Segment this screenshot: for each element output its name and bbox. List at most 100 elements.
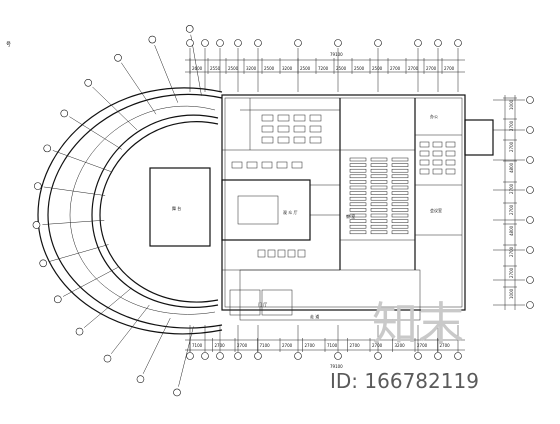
axis-bubble	[526, 126, 534, 134]
dimension-label: 2500	[228, 66, 239, 71]
axis-bubble	[186, 39, 194, 47]
axis-bubble	[414, 39, 422, 47]
seat-row	[391, 202, 409, 207]
seat-row	[349, 174, 367, 179]
dimension-label: 2500	[264, 66, 275, 71]
seat-row	[349, 196, 367, 201]
axis-bubble	[254, 39, 262, 47]
axis-bubble	[526, 301, 534, 309]
desk	[297, 249, 306, 258]
axis-bubble	[216, 352, 224, 360]
stage-label: 舞 台	[172, 205, 181, 211]
desk	[419, 168, 430, 175]
desk	[432, 141, 443, 148]
axis-bubble	[454, 352, 462, 360]
radial-line	[110, 304, 150, 354]
desk	[309, 114, 322, 122]
seat-row	[349, 168, 367, 173]
radial-line	[62, 267, 118, 297]
axis-bubble	[234, 39, 242, 47]
axis-bubble	[114, 53, 122, 62]
dimension-label: 2700	[440, 343, 451, 348]
seat-row	[391, 185, 409, 190]
seat-row	[349, 208, 367, 212]
desk	[432, 159, 443, 166]
total-dimension-top: 79100	[330, 52, 343, 57]
dimension-label: 2700	[509, 120, 514, 131]
axis-bubble	[526, 276, 534, 284]
central-hall	[221, 179, 311, 241]
axis-bubble	[201, 39, 209, 47]
seat-row	[391, 174, 409, 179]
seat-row	[370, 202, 388, 207]
dimension-label: 2700	[350, 343, 361, 348]
radial-line	[83, 287, 132, 328]
seat-row	[370, 213, 388, 218]
radial-line	[142, 317, 171, 374]
seat-row	[391, 180, 409, 184]
desk-layout	[231, 114, 456, 258]
axis-bubble	[294, 39, 302, 47]
desk	[261, 136, 274, 144]
axis-bubble	[526, 216, 534, 224]
dimension-label: 2500	[354, 66, 365, 71]
radial-line	[121, 62, 157, 115]
axis-bubble	[136, 375, 145, 383]
classroom-label: 教 室	[346, 213, 355, 219]
desk	[277, 249, 286, 258]
dimension-label: 2500	[336, 66, 347, 71]
corner-mark: 号	[6, 42, 11, 48]
desk	[293, 125, 306, 133]
watermark: 知末 ID: 166782119	[330, 297, 479, 393]
desk	[231, 161, 243, 169]
seat-row	[349, 230, 367, 235]
radial-line	[48, 244, 109, 262]
dimension-label: 7200	[318, 66, 329, 71]
desk	[419, 141, 430, 148]
seat-row	[349, 191, 367, 195]
axis-bubble	[334, 39, 342, 47]
axis-bubble	[254, 352, 262, 360]
axis-bubble	[84, 78, 93, 87]
auditorium-walls	[37, 34, 223, 387]
desk	[277, 114, 290, 122]
seat-row	[370, 196, 388, 201]
seat-row	[370, 185, 388, 190]
classroom-seating	[349, 157, 409, 235]
office-label: 办公	[430, 113, 438, 119]
desk	[445, 159, 456, 166]
seat-row	[370, 168, 388, 173]
dimension-label: 2500	[300, 66, 311, 71]
dimension-label: 2700	[237, 343, 248, 348]
seat-row	[370, 174, 388, 179]
seat-row	[370, 191, 388, 195]
seat-row	[349, 180, 367, 184]
seat-row	[349, 219, 367, 223]
interior-walls	[222, 98, 462, 316]
axis-bubble	[294, 352, 302, 360]
seat-row	[370, 219, 388, 223]
axis-bubble	[43, 144, 52, 153]
radial-line	[42, 219, 105, 225]
desk	[287, 249, 296, 258]
desk	[419, 150, 430, 157]
seat-row	[391, 224, 409, 229]
dimension-label: 2700	[509, 246, 514, 257]
radial-line	[178, 326, 194, 387]
radial-line	[92, 86, 138, 131]
seat-row	[391, 168, 409, 173]
radial-line	[154, 45, 179, 103]
seat-row	[391, 157, 409, 162]
axis-bubble	[414, 352, 422, 360]
seat-row	[370, 224, 388, 229]
radial-line	[43, 186, 106, 196]
axis-bubble	[60, 109, 69, 118]
seat-row	[370, 180, 388, 184]
seat-row	[349, 202, 367, 207]
desk	[445, 141, 456, 148]
seat-row	[370, 163, 388, 167]
axis-bubble	[234, 352, 242, 360]
seat-row	[370, 230, 388, 235]
desk	[261, 114, 274, 122]
